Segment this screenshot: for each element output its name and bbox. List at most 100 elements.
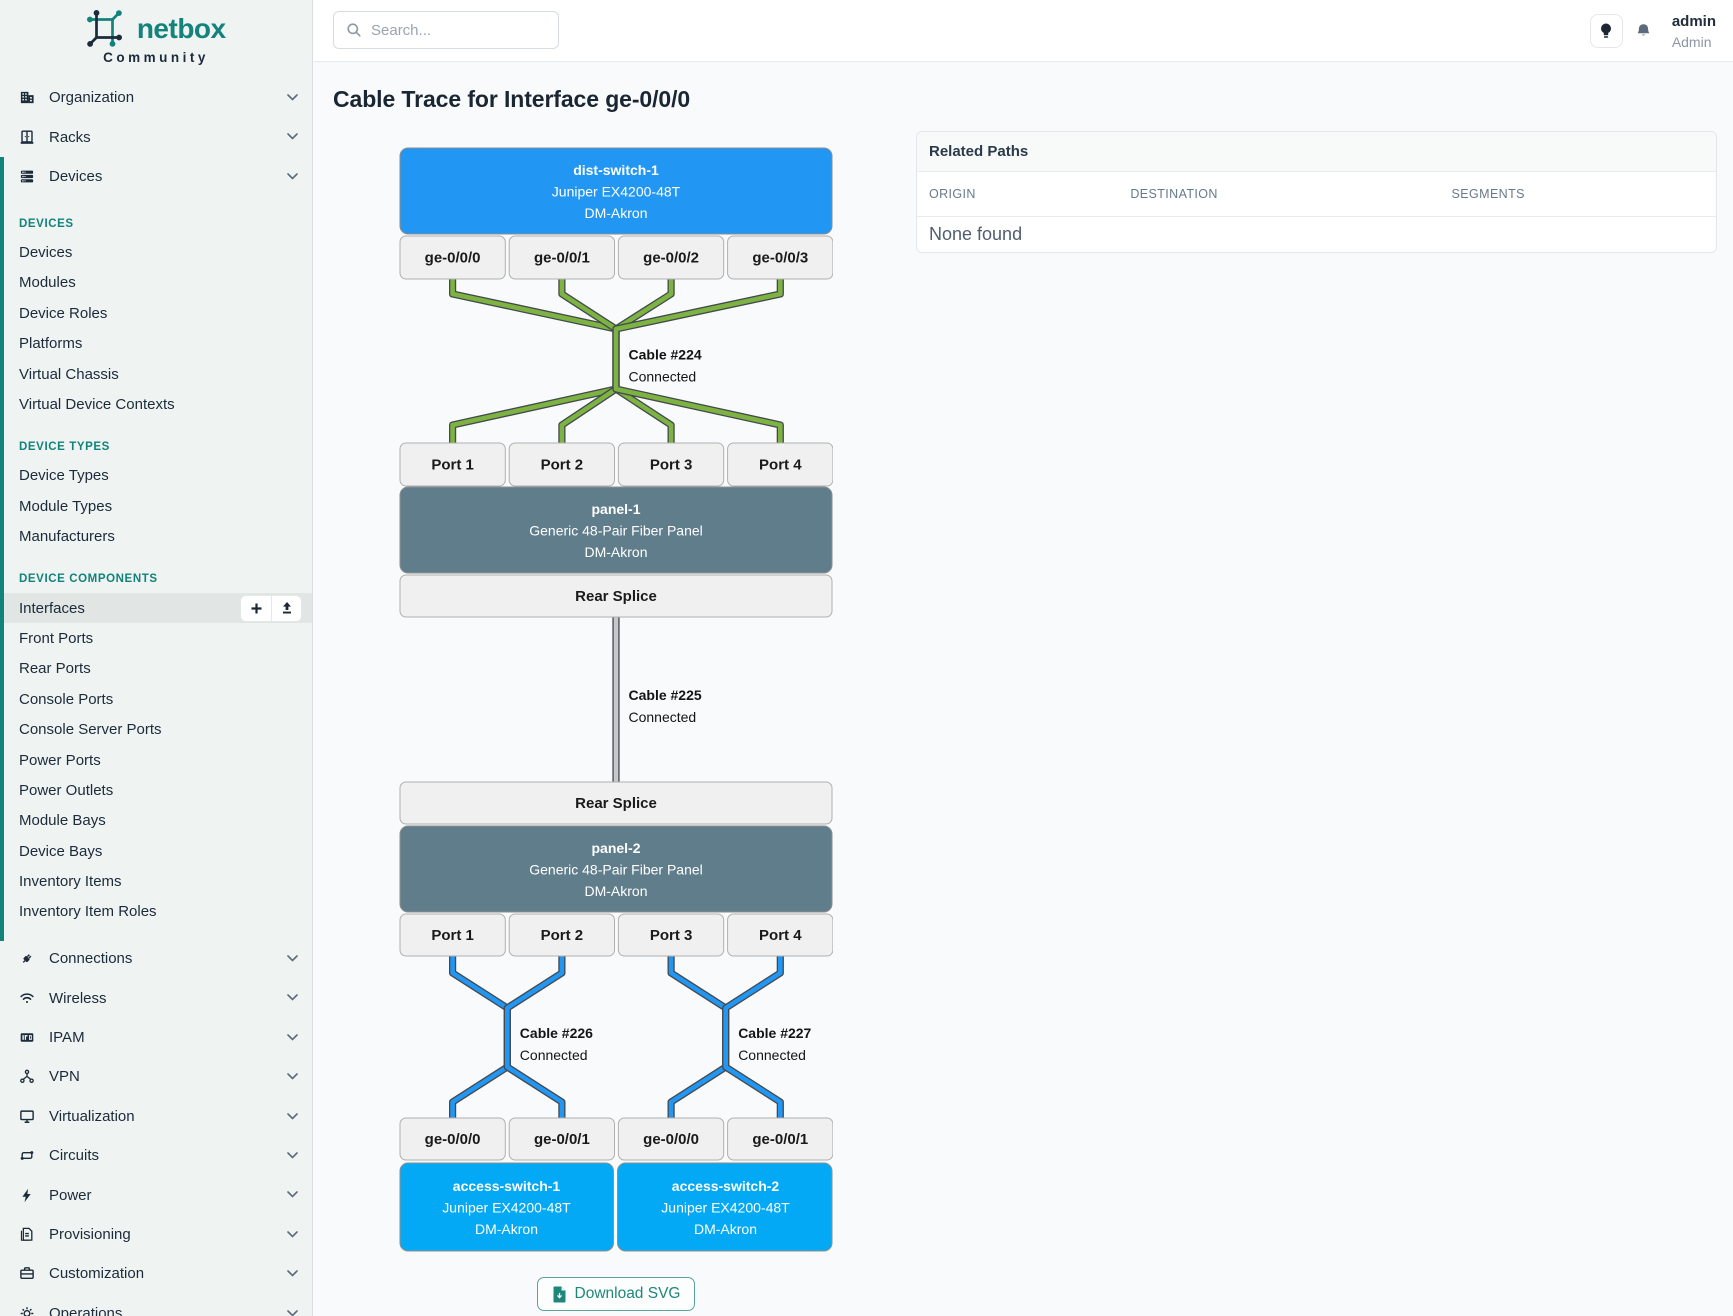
ipam-icon [19,1030,35,1046]
chevron-down-icon [287,1186,298,1204]
device-site: DM-Akron [584,883,647,899]
download-svg-button[interactable]: Download SVG [536,1277,696,1311]
vpn-icon [19,1069,35,1085]
chevron-down-icon [287,1304,298,1316]
termination-label: Port 4 [759,457,802,474]
sidebar-item-virtual-chassis[interactable]: Virtual Chassis [0,359,312,389]
chevron-down-icon [287,89,298,107]
sidebar-item-inventory-item-roles[interactable]: Inventory Item Roles [0,897,312,927]
sidebar-item-power-outlets[interactable]: Power Outlets [0,775,312,805]
sidebar-item-console-ports[interactable]: Console Ports [0,684,312,714]
device-node-panel-2[interactable]: panel-2 Generic 48-Pair Fiber Panel DM-A… [399,825,833,913]
device-model: Juniper EX4200-48T [442,1199,571,1215]
sidebar-item-ipam[interactable]: IPAM [0,1018,312,1057]
section-header-device-types: DEVICE TYPES [19,440,110,453]
device-site: DM-Akron [694,1221,757,1237]
search-input[interactable] [371,21,570,39]
file-download-icon [553,1286,565,1302]
sidebar-item-power[interactable]: Power [0,1175,312,1214]
device-name: panel-2 [591,840,640,856]
sidebar-item-module-bays[interactable]: Module Bays [0,806,312,836]
virtualization-icon [19,1108,35,1124]
sidebar-item-interfaces[interactable]: Interfaces [0,593,312,624]
cable-226-label[interactable]: Cable #226 Connected [520,1025,593,1063]
sidebar-item-module-types[interactable]: Module Types [0,491,312,521]
sidebar-item-console-server-ports[interactable]: Console Server Ports [0,714,312,744]
sidebar-item-device-roles[interactable]: Device Roles [0,298,312,328]
chevron-down-icon [287,167,298,185]
sidebar-item-devices-list[interactable]: Devices [0,237,312,267]
sidebar-item-label: Virtual Device Contexts [19,395,175,413]
wireless-icon [19,990,35,1006]
termination-row-panel2-front[interactable]: Port 1 Port 2 Port 3 Port 4 [399,913,833,957]
sidebar-item-front-ports[interactable]: Front Ports [0,623,312,653]
sidebar-item-label: Modules [19,274,76,292]
termination-label: ge-0/0/0 [425,1131,481,1148]
chevron-down-icon [287,1226,298,1244]
termination-panel2-rear[interactable]: Rear Splice [399,781,833,825]
device-name: access-switch-1 [453,1178,561,1194]
device-site: DM-Akron [584,544,647,560]
sidebar-item-modules[interactable]: Modules [0,268,312,298]
user-role: Admin [1671,33,1712,50]
topbar: admin Admin [314,0,1733,62]
bell-icon [1637,24,1650,36]
svg-text:Connected: Connected [520,1047,588,1063]
termination-label: Port 3 [650,457,693,474]
sidebar-item-racks[interactable]: Racks [0,117,312,156]
termination-row-panel1-front[interactable]: Port 1 Port 2 Port 3 Port 4 [399,442,833,487]
sidebar-item-power-ports[interactable]: Power Ports [0,745,312,775]
sidebar-item-label: Console Ports [19,690,114,708]
sidebar-item-virtualization[interactable]: Virtualization [0,1097,312,1136]
device-node-dist-switch-1[interactable]: dist-switch-1 Juniper EX4200-48T DM-Akro… [399,147,833,235]
sidebar-item-label: Devices [19,244,73,262]
sidebar-item-devices[interactable]: Devices [0,157,312,196]
chevron-down-icon [287,1147,298,1165]
sidebar-item-wireless[interactable]: Wireless [0,978,312,1017]
termination-row-dist[interactable]: ge-0/0/0 ge-0/0/1 ge-0/0/2 ge-0/0/3 [399,235,833,280]
cable-224-label[interactable]: Cable #224 Connected [629,347,702,385]
notifications-button[interactable] [1636,23,1651,39]
cable-227-label[interactable]: Cable #227 Connected [738,1025,811,1063]
sidebar-item-label: Front Ports [19,630,94,648]
sidebar-item-customization[interactable]: Customization [0,1254,312,1293]
organization-icon [19,90,35,106]
devices-icon [19,168,35,184]
add-interfaces-button[interactable] [241,595,271,621]
cable-227 [667,956,784,1118]
theme-toggle-button[interactable] [1589,14,1623,48]
brand[interactable]: netbox Community [0,0,312,78]
sidebar-item-provisioning[interactable]: Provisioning [0,1215,312,1254]
sidebar-item-label: Provisioning [49,1226,131,1243]
sidebar-item-circuits[interactable]: Circuits [0,1136,312,1175]
import-interfaces-button[interactable] [271,595,301,621]
sidebar-item-virtual-device-contexts[interactable]: Virtual Device Contexts [0,389,312,419]
sidebar-item-rear-ports[interactable]: Rear Ports [0,654,312,684]
sidebar-item-platforms[interactable]: Platforms [0,328,312,358]
sidebar-item-label: Inventory Item Roles [19,903,157,921]
device-node-access-switch-2[interactable]: access-switch-2 Juniper EX4200-48T DM-Ak… [617,1162,833,1252]
cable-225-label[interactable]: Cable #225 Connected [629,687,702,725]
chevron-down-icon [287,1029,298,1047]
svg-text:Cable #225: Cable #225 [629,687,702,703]
termination-row-access[interactable]: ge-0/0/0 ge-0/0/1 ge-0/0/0 ge-0/0/1 [399,1117,833,1161]
sidebar-item-connections[interactable]: Connections [0,939,312,978]
sidebar-item-organization[interactable]: Organization [0,78,312,117]
sidebar-nav: Organization Racks [0,78,312,1316]
sidebar-item-operations[interactable]: Operations [0,1294,312,1316]
user-menu[interactable]: admin Admin [1672,14,1716,49]
chevron-down-icon [287,950,298,968]
sidebar-item-label: Power Ports [19,751,101,769]
device-node-access-switch-1[interactable]: access-switch-1 Juniper EX4200-48T DM-Ak… [399,1162,614,1252]
sidebar-item-inventory-items[interactable]: Inventory Items [0,866,312,896]
device-node-panel-1[interactable]: panel-1 Generic 48-Pair Fiber Panel DM-A… [399,486,833,574]
column-header-destination: DESTINATION [1130,187,1218,201]
sidebar-item-label: Organization [49,89,135,107]
sidebar-item-vpn[interactable]: VPN [0,1057,312,1096]
sidebar-item-device-bays[interactable]: Device Bays [0,836,312,866]
main-area: admin Admin Cable Trace for Interface ge… [314,0,1733,1316]
sidebar-item-manufacturers[interactable]: Manufacturers [0,521,312,551]
active-section-accent-bar [0,157,4,941]
sidebar-item-device-types[interactable]: Device Types [0,461,312,491]
termination-panel1-rear[interactable]: Rear Splice [399,574,833,618]
